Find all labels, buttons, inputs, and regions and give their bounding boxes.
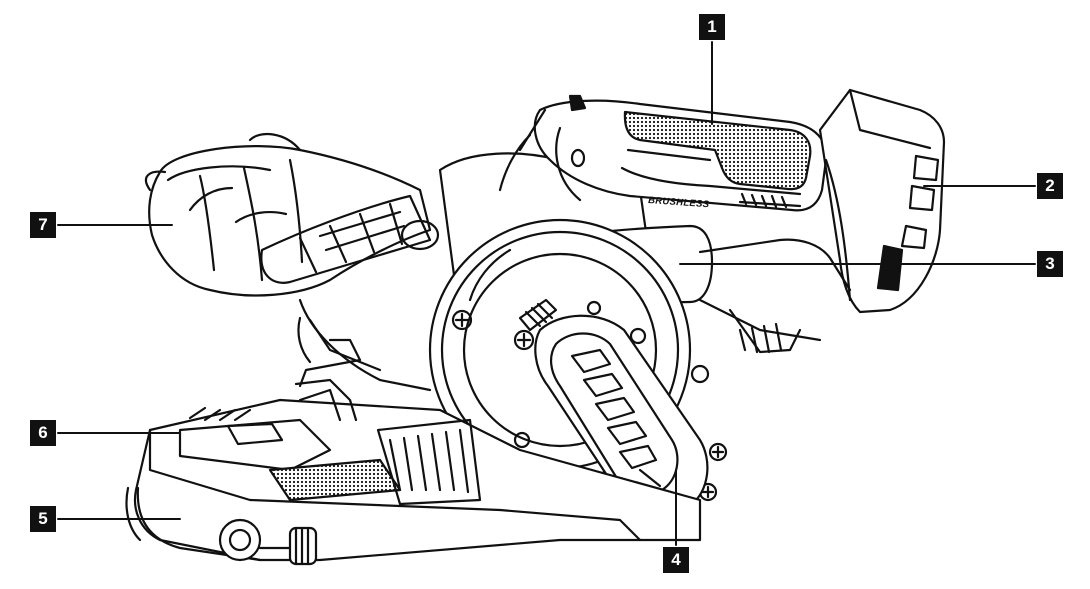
sanding-base bbox=[125, 358, 702, 566]
leader-lines bbox=[57, 41, 1036, 546]
dust-tube bbox=[260, 194, 440, 284]
callout-5: 5 bbox=[30, 506, 56, 532]
callout-1: 1 bbox=[699, 14, 725, 40]
callout-3: 3 bbox=[1037, 251, 1063, 277]
callout-2: 2 bbox=[1037, 173, 1063, 199]
battery-pack bbox=[818, 88, 946, 314]
rear-handle: BRUSHLESS bbox=[498, 94, 828, 212]
brushless-text: BRUSHLESS bbox=[648, 195, 710, 210]
callout-4: 4 bbox=[663, 547, 689, 573]
callout-6: 6 bbox=[30, 420, 56, 446]
dust-bag bbox=[144, 132, 432, 297]
callout-7: 7 bbox=[30, 212, 56, 238]
